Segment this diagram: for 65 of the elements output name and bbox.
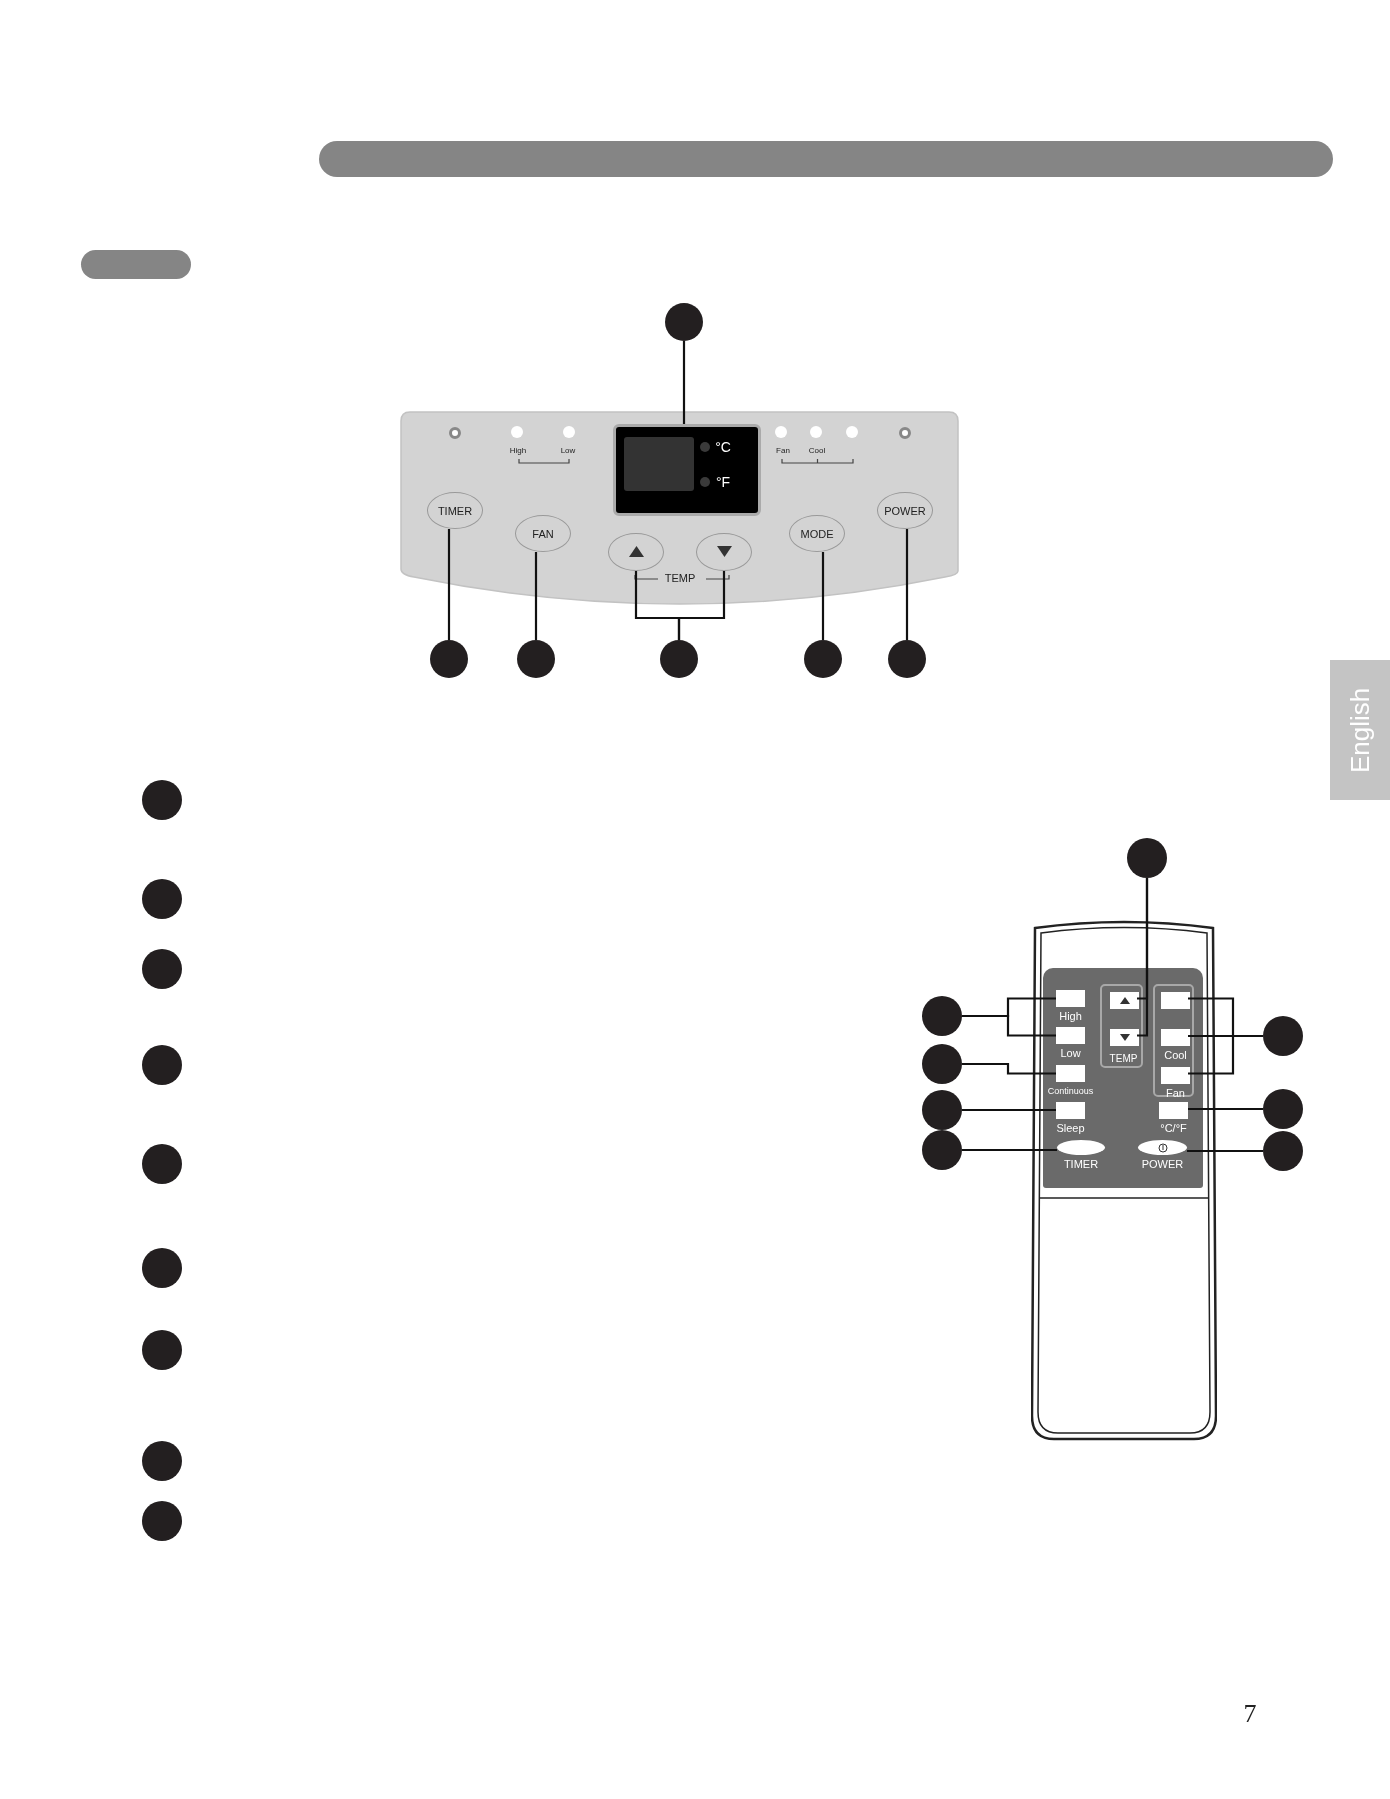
button-label: °C/°F	[1160, 1122, 1187, 1134]
button-label: High	[1059, 1010, 1082, 1022]
callout-circle	[922, 1044, 962, 1084]
button-label: Low	[1060, 1047, 1081, 1059]
leader-line	[821, 552, 825, 640]
button-group-outline	[1153, 984, 1194, 1097]
leader-line	[677, 571, 726, 640]
group-label: TEMP	[1109, 1052, 1138, 1064]
lcd-display	[613, 424, 761, 516]
callout-circle	[142, 1441, 182, 1481]
page-number: 7	[1243, 1699, 1257, 1729]
leader-line	[682, 341, 686, 424]
leader-line	[1137, 878, 1149, 1037]
button-label: TIMER	[1063, 1158, 1099, 1170]
callout-circle	[142, 1248, 182, 1288]
callout-circle	[922, 1130, 962, 1170]
callout-circle	[430, 640, 468, 678]
callout-circle	[142, 1501, 182, 1541]
indicator-label: Fan	[776, 445, 790, 455]
indicator-label: High	[509, 445, 527, 455]
indicator-label: Cool	[808, 445, 826, 455]
callout-circle	[142, 1045, 182, 1085]
callout-circle	[517, 640, 555, 678]
unit-label: °C	[715, 439, 731, 455]
leader-line	[962, 1062, 1056, 1075]
callout-circle	[142, 949, 182, 989]
button-label: Continuous	[1047, 1086, 1094, 1096]
button-label: POWER	[1141, 1158, 1184, 1170]
callout-circle	[804, 640, 842, 678]
callout-circle	[660, 640, 698, 678]
button-label: Sleep	[1056, 1122, 1085, 1134]
button-label: Fan	[1166, 1087, 1185, 1099]
callout-circle	[142, 1144, 182, 1184]
leader-line	[1188, 1107, 1263, 1111]
keypad-panel	[1043, 968, 1203, 1188]
callout-circle	[142, 879, 182, 919]
leader-line	[1188, 1034, 1263, 1075]
leader-line	[1187, 1149, 1263, 1153]
leader-line	[534, 552, 538, 640]
unit-label: °F	[715, 474, 731, 490]
remote-button	[1161, 992, 1190, 1009]
callout-circle	[922, 1090, 962, 1130]
callout-circle	[1263, 1016, 1303, 1056]
leader-line	[962, 1014, 1056, 1037]
callout-circle	[665, 303, 703, 341]
button-group-outline	[1100, 984, 1143, 1068]
leader-line	[962, 1108, 1056, 1112]
remote-button	[1110, 992, 1139, 1009]
button-label: Cool	[1164, 1049, 1187, 1061]
leader-line	[447, 529, 451, 640]
callout-circle	[1263, 1131, 1303, 1171]
header-bar	[319, 141, 1333, 177]
remote-button	[1110, 1029, 1139, 1046]
section-tab	[81, 250, 191, 279]
callout-circle	[922, 996, 962, 1036]
indicator-label: TEMP	[664, 572, 696, 584]
callout-circle	[142, 1330, 182, 1370]
callout-circle	[1127, 838, 1167, 878]
leader-line	[905, 529, 909, 640]
indicator-label: Low	[560, 445, 576, 455]
callout-circle	[888, 640, 926, 678]
callout-circle	[1263, 1089, 1303, 1129]
language-tab: English	[1330, 660, 1390, 800]
leader-line	[962, 1148, 1057, 1152]
callout-circle	[142, 780, 182, 820]
